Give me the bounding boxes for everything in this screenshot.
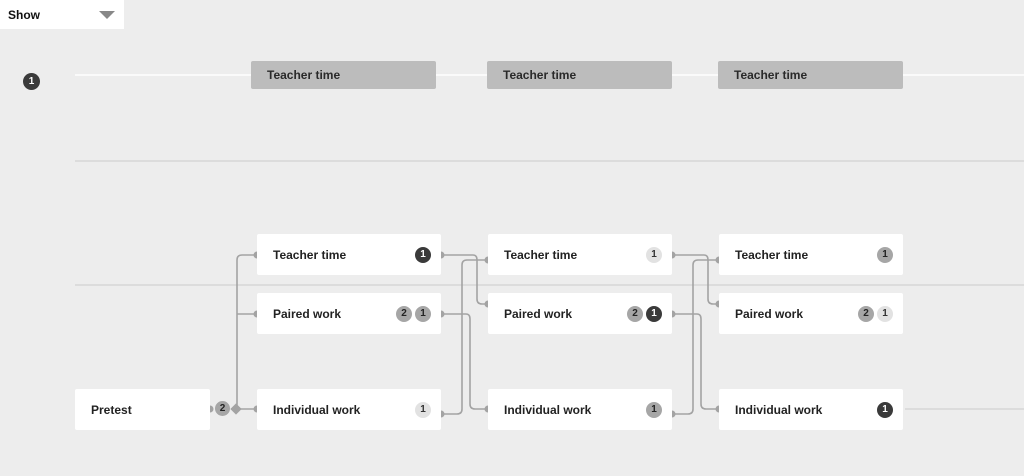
pretest-count-badge: 2	[215, 401, 230, 416]
header-bar-teacher-time[interactable]: Teacher time	[487, 61, 672, 89]
count-badge: 1	[415, 246, 431, 263]
node-label: Paired work	[273, 306, 342, 321]
connector-line	[672, 254, 719, 305]
node-teacher-time[interactable]: Teacher time 1	[488, 234, 672, 275]
connector-line	[672, 313, 719, 410]
header-bar-teacher-time[interactable]: Teacher time	[251, 61, 436, 89]
count-badge: 1	[646, 401, 662, 418]
connector-line	[441, 254, 488, 305]
lane-divider	[75, 284, 1024, 286]
show-dropdown[interactable]: Show	[0, 0, 124, 29]
count-badge: 1	[646, 305, 662, 322]
node-label: Individual work	[273, 402, 361, 417]
row-number-badge: 1	[23, 73, 40, 90]
node-label: Teacher time	[735, 247, 809, 262]
lane-divider	[75, 160, 1024, 162]
connector-line	[441, 313, 488, 410]
node-label: Pretest	[91, 402, 132, 417]
node-teacher-time[interactable]: Teacher time 1	[719, 234, 903, 275]
count-badge: 1	[877, 401, 893, 418]
connector-line	[672, 259, 719, 415]
count-badge: 1	[646, 246, 662, 263]
node-paired-work[interactable]: Paired work 2 1	[257, 293, 441, 334]
header-bar-label: Teacher time	[267, 68, 341, 82]
node-label: Teacher time	[504, 247, 578, 262]
node-individual-work[interactable]: Individual work 1	[257, 389, 441, 430]
connector-line	[441, 259, 488, 415]
header-bar-teacher-time[interactable]: Teacher time	[718, 61, 903, 89]
node-label: Individual work	[504, 402, 592, 417]
count-badge: 2	[396, 305, 412, 322]
count-badge: 1	[415, 305, 431, 322]
show-dropdown-label: Show	[8, 7, 40, 22]
node-paired-work[interactable]: Paired work 2 1	[719, 293, 903, 334]
count-badge: 1	[877, 246, 893, 263]
lane-line-bottom	[905, 408, 1024, 410]
header-bar-label: Teacher time	[503, 68, 577, 82]
node-label: Teacher time	[273, 247, 347, 262]
count-badge: 1	[415, 401, 431, 418]
node-label: Paired work	[504, 306, 573, 321]
connector-line	[232, 254, 257, 410]
count-badge: 1	[877, 305, 893, 322]
node-individual-work[interactable]: Individual work 1	[488, 389, 672, 430]
header-bar-label: Teacher time	[734, 68, 808, 82]
chevron-down-icon	[99, 10, 115, 19]
node-label: Paired work	[735, 306, 804, 321]
count-badge: 2	[627, 305, 643, 322]
count-badge: 2	[858, 305, 874, 322]
node-label: Individual work	[735, 402, 823, 417]
node-teacher-time[interactable]: Teacher time 1	[257, 234, 441, 275]
connector-junction	[230, 403, 242, 415]
node-pretest[interactable]: Pretest	[75, 389, 210, 430]
node-individual-work[interactable]: Individual work 1	[719, 389, 903, 430]
node-paired-work[interactable]: Paired work 2 1	[488, 293, 672, 334]
